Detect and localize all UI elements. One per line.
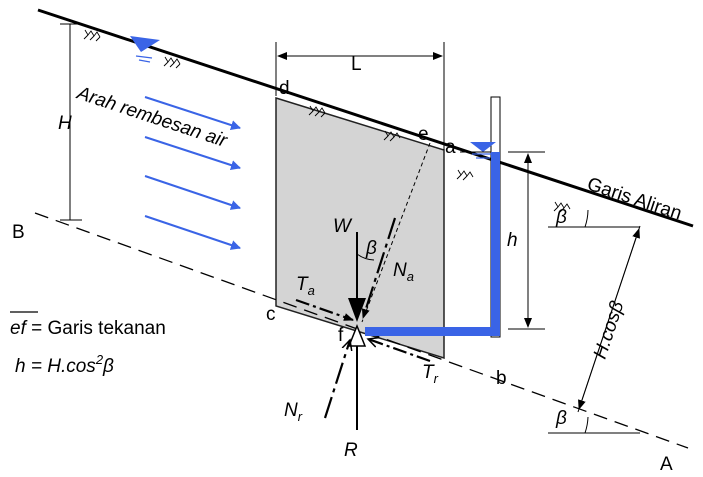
hcos-dimension: [577, 225, 641, 413]
label-e: e: [418, 124, 429, 145]
legend: ef = Garis tekanan h = H.cos2β: [10, 311, 166, 377]
soil-slice: [275, 96, 445, 360]
normal-force-Na: [361, 217, 397, 319]
shear-force-Tr: [368, 339, 431, 363]
weight-force-arrow: [348, 232, 366, 322]
beta-arc-w-na: [356, 253, 375, 261]
label-beta-w: β: [365, 238, 377, 259]
label-A: A: [660, 454, 673, 475]
label-flow-line: Garis Aliran: [584, 174, 684, 225]
water-level-icon: [130, 36, 160, 63]
label-Nr: Nr: [284, 400, 303, 424]
label-W: W: [333, 216, 353, 237]
shear-force-Ta: [295, 298, 354, 322]
legend-ef-line: ef = Garis tekanan: [10, 318, 166, 339]
label-beta-top: β: [555, 207, 567, 228]
label-c: c: [266, 304, 276, 325]
label-H: H: [58, 113, 72, 134]
pressure-line-ef: [361, 142, 431, 323]
label-b: b: [496, 368, 507, 389]
length-L-dimension: [275, 42, 445, 150]
label-Tr: Tr: [422, 362, 439, 386]
label-a: a: [445, 137, 456, 158]
label-R: R: [344, 440, 358, 461]
resultant-force-R: [347, 323, 367, 430]
label-beta-bottom: β: [555, 408, 567, 429]
piezometer-tube: [365, 96, 501, 338]
seepage-arrows: [144, 96, 241, 250]
beta-angle-marks: [548, 209, 640, 434]
height-h-dimension: [508, 151, 545, 330]
label-Ta: Ta: [296, 274, 315, 298]
ground-hatch-icon: [83, 29, 571, 213]
label-h: h: [507, 230, 518, 251]
label-d: d: [279, 78, 290, 99]
label-L: L: [351, 54, 362, 75]
label-B: B: [12, 222, 25, 243]
label-f: f: [338, 325, 344, 346]
height-H-dimension: [60, 23, 82, 221]
legend-h-equation: h = H.cos2β: [15, 352, 114, 377]
normal-force-Nr: [323, 340, 350, 419]
label-Na: Na: [393, 260, 414, 284]
label-hcos: H.cosβ: [590, 298, 629, 361]
